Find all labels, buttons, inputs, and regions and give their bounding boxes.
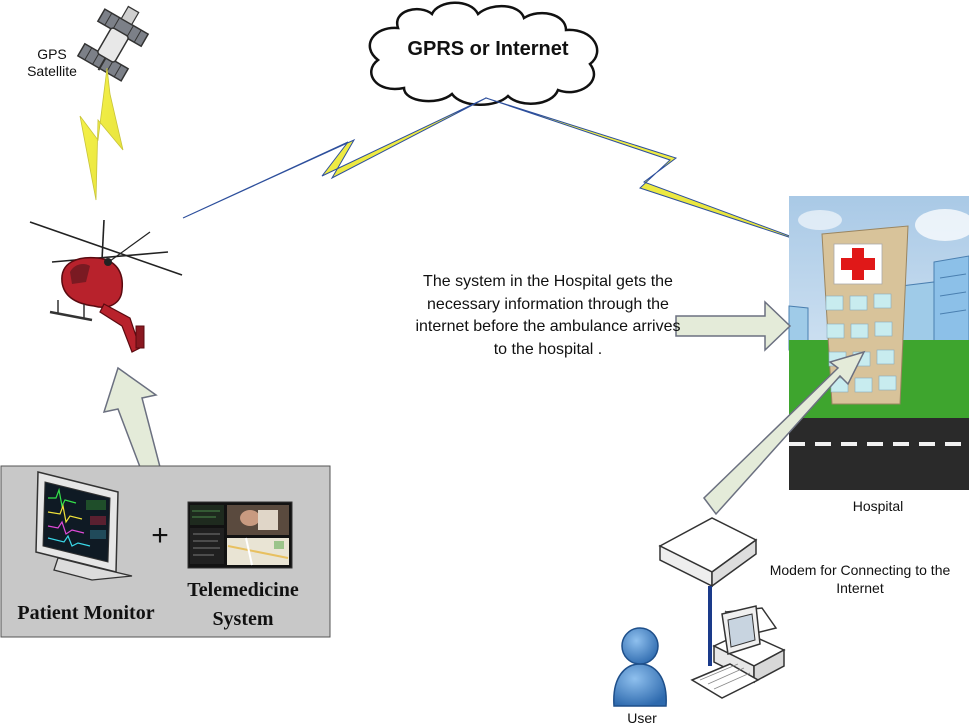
arrow-right-to-hospital: [675, 300, 792, 352]
hospital-icon: [788, 196, 969, 490]
telemedicine-system-label: Telemedicine System: [187, 579, 299, 630]
user-label: User: [627, 710, 657, 726]
arrow-up-to-hospital: [703, 350, 866, 516]
plus-sign: +: [151, 519, 169, 552]
user-icon: [613, 627, 667, 707]
modem-label: Modem for Connecting to the Internet: [769, 562, 951, 596]
hospital-info-text: The system in the Hospital gets the nece…: [415, 273, 681, 358]
cloud-shape: [368, 1, 599, 106]
lightning-bolt-right: [485, 97, 823, 249]
patient-monitor-label: Patient Monitor: [17, 602, 155, 624]
telemedicine-screen-icon: [187, 501, 293, 569]
modem-icon: [658, 517, 758, 588]
arrow-up-to-helicopter: [102, 366, 161, 468]
satellite-signal-bolt: [79, 67, 124, 201]
gps-satellite-label: GPS Satellite: [27, 46, 77, 79]
helicopter-icon: [29, 219, 183, 353]
cloud-label: GPRS or Internet: [407, 38, 569, 60]
gps-satellite-icon: [76, 5, 150, 82]
patient-monitor-icon: [35, 471, 133, 581]
computer-icon: [690, 605, 786, 699]
lightning-bolt-left: [182, 97, 487, 219]
hospital-label: Hospital: [852, 498, 904, 514]
